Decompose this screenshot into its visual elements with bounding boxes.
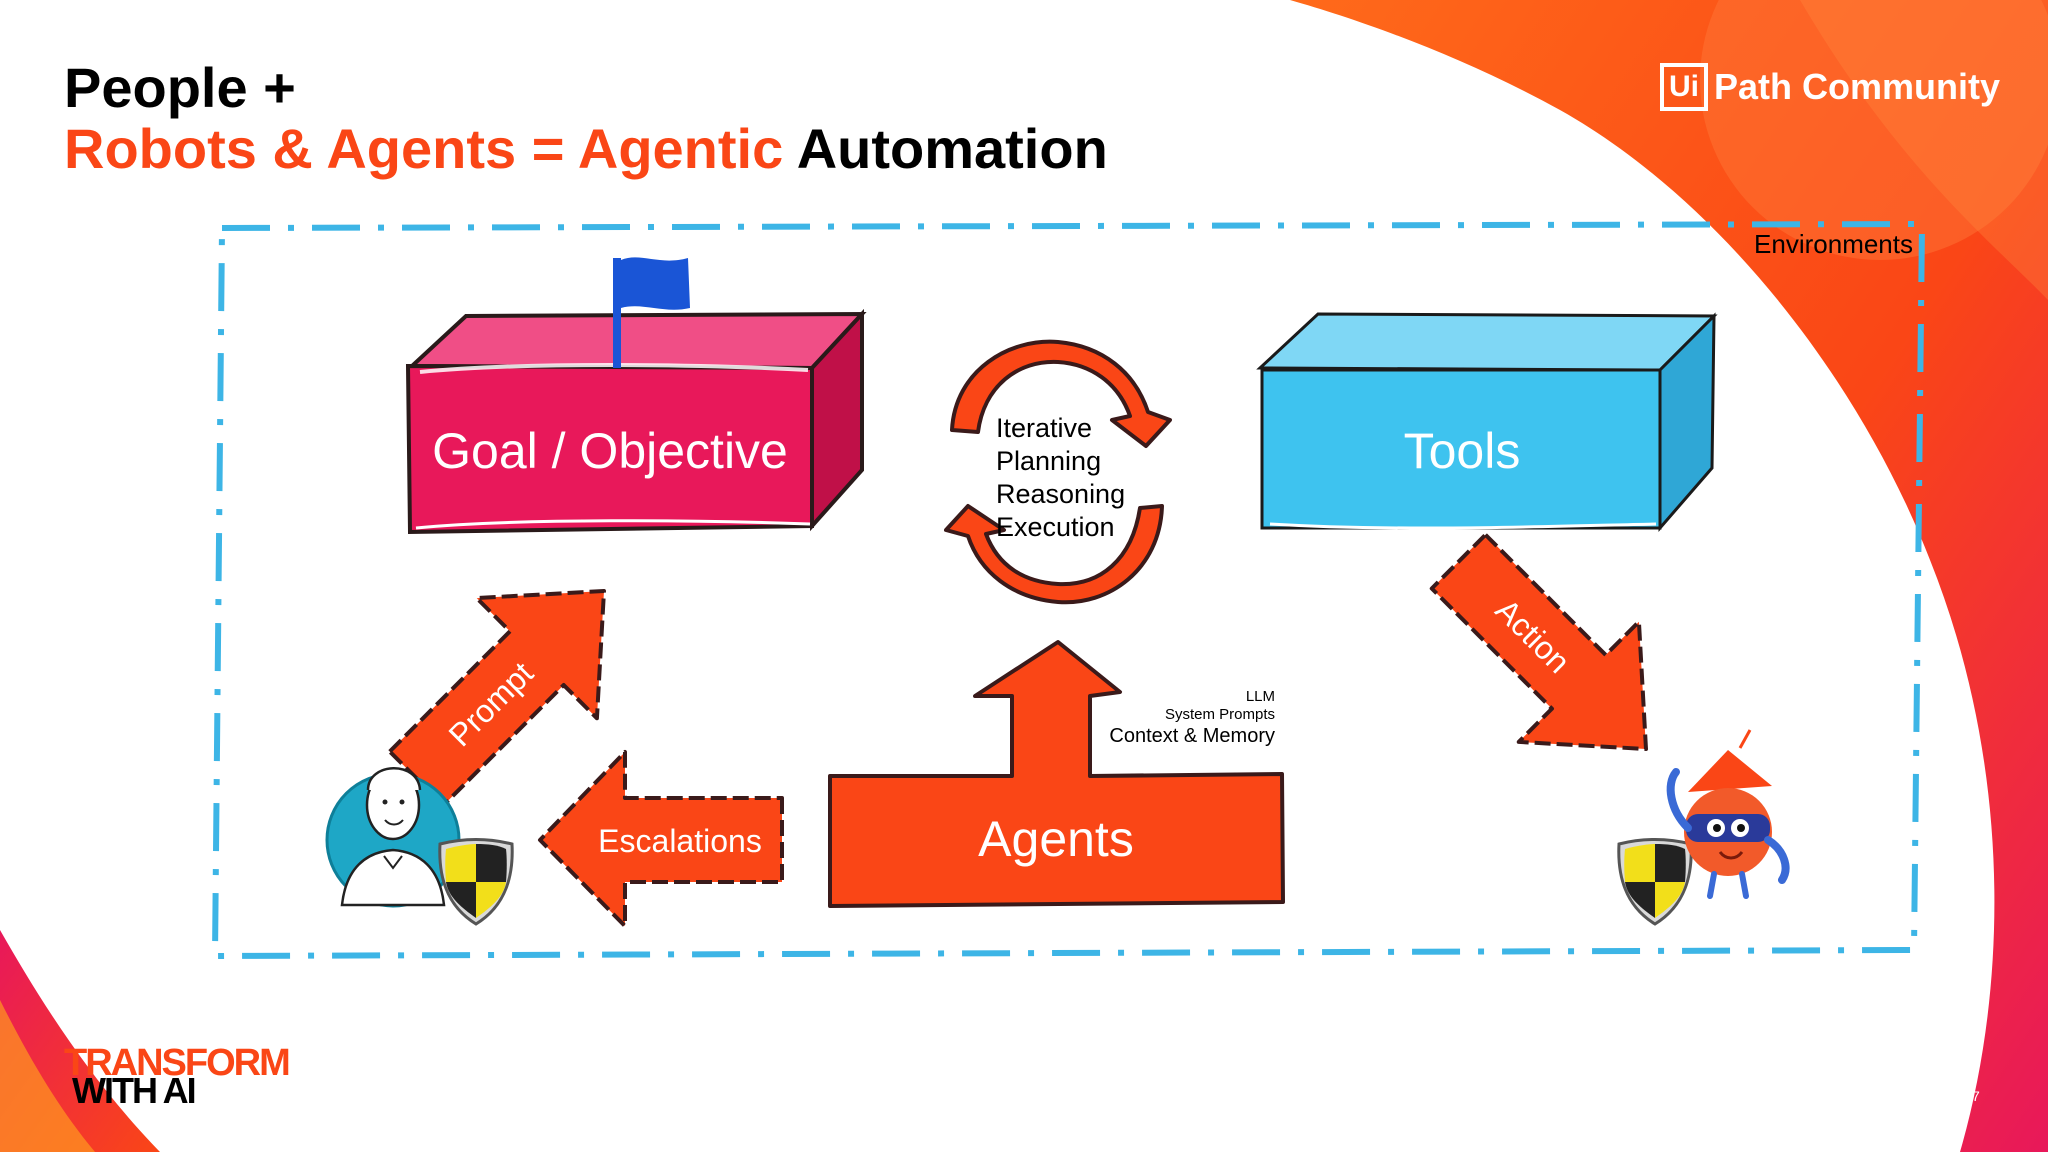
uipath-community-logo: Ui Path Community xyxy=(1660,62,2000,112)
agent-input-context-memory: Context & Memory xyxy=(1109,725,1275,747)
page-number: 7 xyxy=(1972,1088,1980,1104)
cycle-step-execution: Execution xyxy=(996,512,1115,542)
cycle-step-planning: Planning xyxy=(996,446,1101,476)
shield-icon xyxy=(1617,838,1693,926)
goal-label: Goal / Objective xyxy=(432,423,788,479)
transform-with-ai-branding: TRANSFORM WITH AI xyxy=(46,1042,306,1111)
action-arrow: Action xyxy=(1429,532,1648,751)
logo-text: Path Community xyxy=(1714,66,2001,107)
title-highlight: Robots & Agents = Agentic xyxy=(64,117,784,180)
title-automation: Automation xyxy=(783,117,1108,180)
tools-label: Tools xyxy=(1404,423,1521,479)
slide-title-line1: People + xyxy=(64,56,296,119)
agents-arrow xyxy=(828,640,1285,908)
tools-box xyxy=(1256,312,1718,533)
robot-icon xyxy=(1666,729,1790,899)
environments-boundary xyxy=(211,220,1926,960)
agent-input-system-prompts: System Prompts xyxy=(1165,706,1275,723)
logo-box-text: Ui xyxy=(1660,63,1708,111)
agents-label: Agents xyxy=(978,811,1134,867)
shield-icon xyxy=(438,838,514,926)
goal-objective-box xyxy=(405,308,867,535)
environments-label: Environments xyxy=(1754,229,1913,259)
cycle-step-reasoning: Reasoning xyxy=(996,479,1125,509)
cycle-step-iterative: Iterative xyxy=(996,413,1092,443)
escalations-label: Escalations xyxy=(598,823,762,859)
escalations-arrow xyxy=(538,750,784,928)
brand-line1: TRANSFORM xyxy=(64,1042,291,1084)
cycle-arrows-icon xyxy=(944,339,1172,605)
agent-input-llm: LLM xyxy=(1246,688,1275,705)
slide-title-line2: Robots & Agents = Agentic Automation xyxy=(64,119,1108,179)
flag-icon xyxy=(613,257,690,368)
brand-line2: WITH AI xyxy=(72,1070,197,1111)
